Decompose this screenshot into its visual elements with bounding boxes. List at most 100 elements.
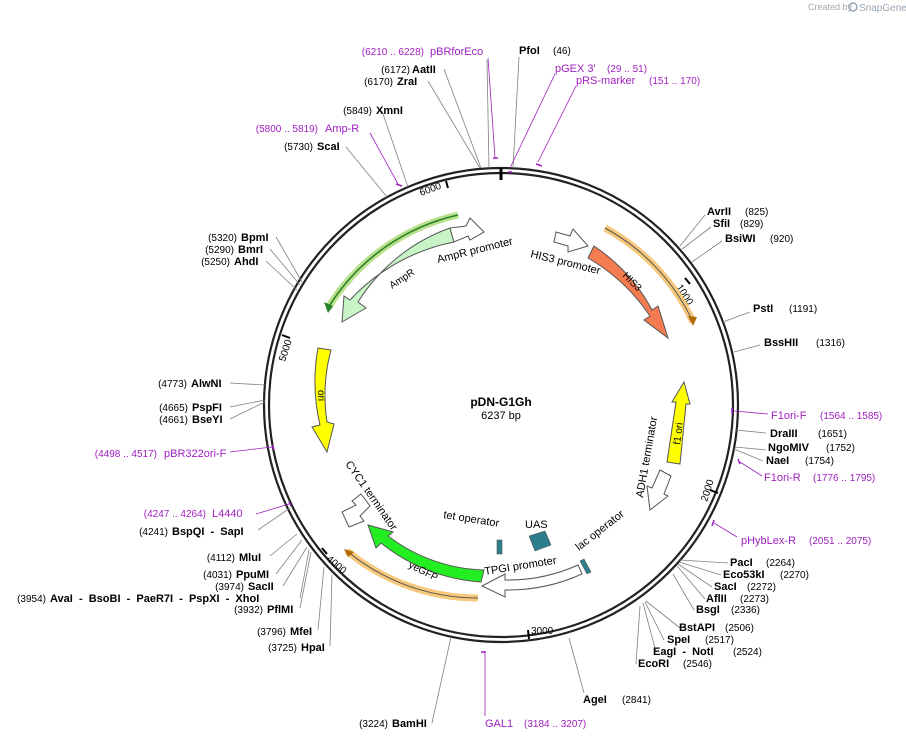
primer-marks xyxy=(271,157,741,653)
tick-marks xyxy=(281,180,719,640)
primer-range: (151 .. 170) xyxy=(649,76,700,87)
site-pos: (2841) xyxy=(622,695,651,706)
f1-ori-feature xyxy=(666,380,691,465)
enzyme-labels-right: PfoI (46) AvrII (825) SfiI (829) BsiWI (… xyxy=(519,45,855,706)
primer-range: (3184 .. 3207) xyxy=(524,719,586,730)
site-pos: (3974) xyxy=(215,582,244,593)
enzyme-labels-left: (6172) AatII (6170) ZraI (5849) XmnI (57… xyxy=(17,64,436,730)
site-pos: (2336) xyxy=(731,605,760,616)
AmpR-feature xyxy=(341,227,455,323)
site-pos: (6172) xyxy=(381,65,410,76)
snapgene-logo-icon xyxy=(848,2,858,12)
site-name: AvaI - BsoBI - PaeR7I - PspXI - XhoI xyxy=(50,593,259,605)
primer-range: (29 .. 51) xyxy=(607,64,647,75)
site-name: MluI xyxy=(239,552,261,564)
primer-range: (1564 .. 1585) xyxy=(820,411,882,422)
site-name: BstAPI xyxy=(679,622,715,634)
ori-feature xyxy=(311,347,335,454)
site-name: BspQI - SapI xyxy=(172,526,244,538)
site-name: SfiI xyxy=(713,218,730,230)
site-name: AlwNI xyxy=(191,378,222,390)
ori-label: ori xyxy=(315,390,326,401)
site-name: PfoI xyxy=(519,45,540,57)
site-name: PflMI xyxy=(267,604,293,616)
site-pos: (2264) xyxy=(766,558,795,569)
site-name: EcoRI xyxy=(638,658,669,670)
site-pos: (3954) xyxy=(17,594,46,605)
yeGFP-highlight-arrowhead xyxy=(344,549,354,557)
site-name: AatII xyxy=(412,64,436,76)
site-pos: (5250) xyxy=(201,257,230,268)
site-pos: (5849) xyxy=(343,106,372,117)
site-name: SacI xyxy=(714,581,737,593)
site-pos: (4031) xyxy=(203,570,232,581)
yeGFP-feature xyxy=(367,524,485,583)
site-name: PacI xyxy=(730,557,753,569)
site-pos: (3224) xyxy=(359,719,388,730)
HIS3-highlight-line xyxy=(604,227,694,323)
primer-range: (2051 .. 2075) xyxy=(809,536,871,547)
primer-range: (4498 .. 4517) xyxy=(95,449,157,460)
primer-labels: (6210 .. 6228) pBRforEco pGEX 3' (29 .. … xyxy=(95,46,883,730)
tick-label-6000: 6000 xyxy=(418,181,443,199)
primer-name: pGEX 3' xyxy=(555,63,596,75)
primer-range: (4247 .. 4264) xyxy=(144,509,206,520)
site-name: AhdI xyxy=(234,256,258,268)
site-pos: (1651) xyxy=(818,429,847,440)
primer-name: F1ori-F xyxy=(771,410,807,422)
site-name: BsgI xyxy=(696,604,720,616)
primer-name: pBRforEco xyxy=(430,46,483,58)
site-pos: (1752) xyxy=(826,443,855,454)
site-pos: (1754) xyxy=(805,456,834,467)
site-name: AgeI xyxy=(583,694,607,706)
site-name: BmrI xyxy=(238,244,263,256)
site-pos: (46) xyxy=(553,46,571,57)
site-name: AflII xyxy=(706,593,727,605)
site-pos: (3932) xyxy=(234,605,263,616)
site-pos: (3796) xyxy=(257,627,286,638)
lac-operator-label: lac operator xyxy=(573,508,626,553)
site-pos: (5730) xyxy=(284,142,313,153)
leader-lines-left xyxy=(229,59,490,724)
primer-range: (1776 .. 1795) xyxy=(813,473,875,484)
site-name: ScaI xyxy=(317,141,340,153)
AmpR-highlight-line xyxy=(327,214,459,309)
site-name: BpmI xyxy=(241,232,269,244)
site-pos: (1316) xyxy=(816,338,845,349)
HIS3-feature xyxy=(587,245,669,340)
site-name: BamHI xyxy=(392,718,427,730)
primer-name: GAL1 xyxy=(485,718,513,730)
site-pos: (6170) xyxy=(364,77,393,88)
AmpR-label: AmpR xyxy=(388,267,417,291)
site-pos: (5290) xyxy=(205,245,234,256)
primer-name: pRS-marker xyxy=(576,75,636,87)
credit: Created by SnapGene xyxy=(808,2,906,14)
site-pos: (2273) xyxy=(740,594,769,605)
tick-label-3000: 3000 xyxy=(531,626,554,637)
AmpR-highlight-arrowhead xyxy=(324,302,333,313)
HIS3-highlight-arrowhead xyxy=(688,316,697,326)
primer-name: L4440 xyxy=(212,508,243,520)
site-pos: (2517) xyxy=(705,635,734,646)
site-pos: (825) xyxy=(745,207,768,218)
site-name: HpaI xyxy=(301,642,325,654)
primer-name: F1ori-R xyxy=(764,472,801,484)
site-name: SpeI xyxy=(667,634,690,646)
lac-operator-feature xyxy=(579,558,592,575)
yeGFP-highlight-line xyxy=(346,550,479,599)
site-name: NgoMIV xyxy=(768,442,810,454)
site-pos: (4661) xyxy=(159,415,188,426)
site-pos: (4665) xyxy=(159,403,188,414)
tet-operator-label: tet operator xyxy=(443,509,501,530)
TPGI-promoter-feature xyxy=(480,564,583,598)
primer-name: Amp-R xyxy=(325,123,359,135)
credit-prefix: Created by xyxy=(808,2,853,12)
tick-label-2000: 2000 xyxy=(699,478,716,503)
site-pos: (2272) xyxy=(747,582,776,593)
HIS3-promoter-feature xyxy=(553,228,589,253)
plasmid-name: pDN-G1Gh xyxy=(470,395,531,409)
site-pos: (2506) xyxy=(725,623,754,634)
AmpR-promoter-feature xyxy=(449,217,485,243)
